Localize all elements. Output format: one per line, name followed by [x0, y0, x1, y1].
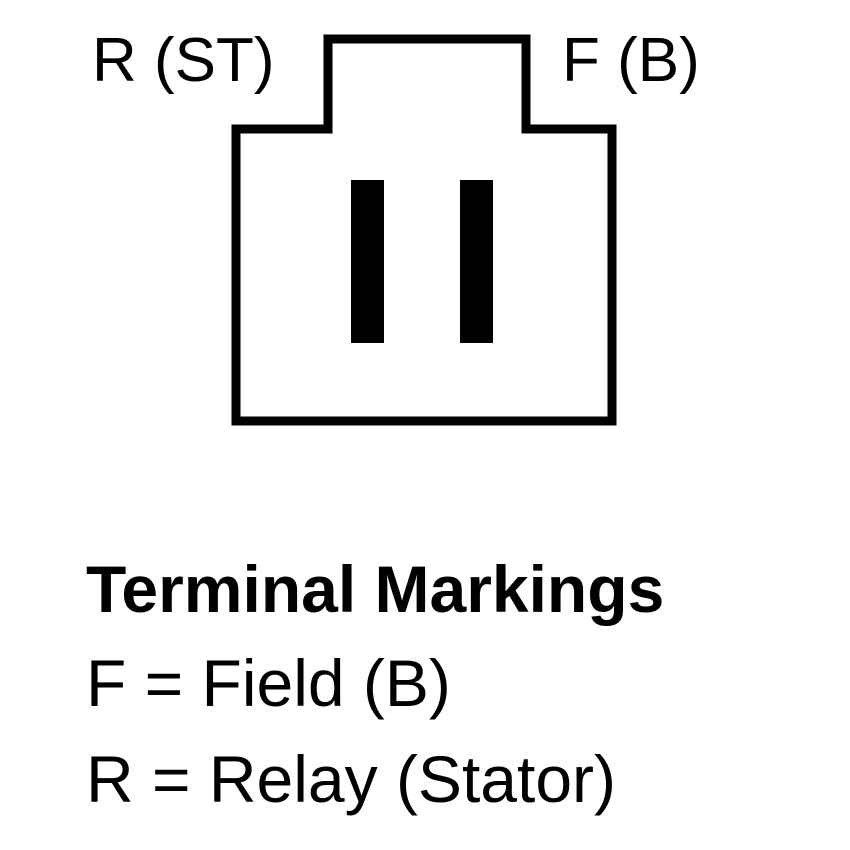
legend-field-line: F = Field (B)	[86, 646, 451, 720]
terminal-f-label: F (B)	[562, 26, 700, 95]
terminal-r-label: R (ST)	[92, 26, 275, 95]
legend-relay-line: R = Relay (Stator)	[86, 742, 616, 816]
connector-diagram	[231, 34, 617, 426]
connector-outline	[231, 34, 617, 426]
legend-title: Terminal Markings	[86, 552, 665, 626]
terminal-f-pin	[460, 180, 493, 343]
terminal-r-pin	[351, 180, 384, 343]
